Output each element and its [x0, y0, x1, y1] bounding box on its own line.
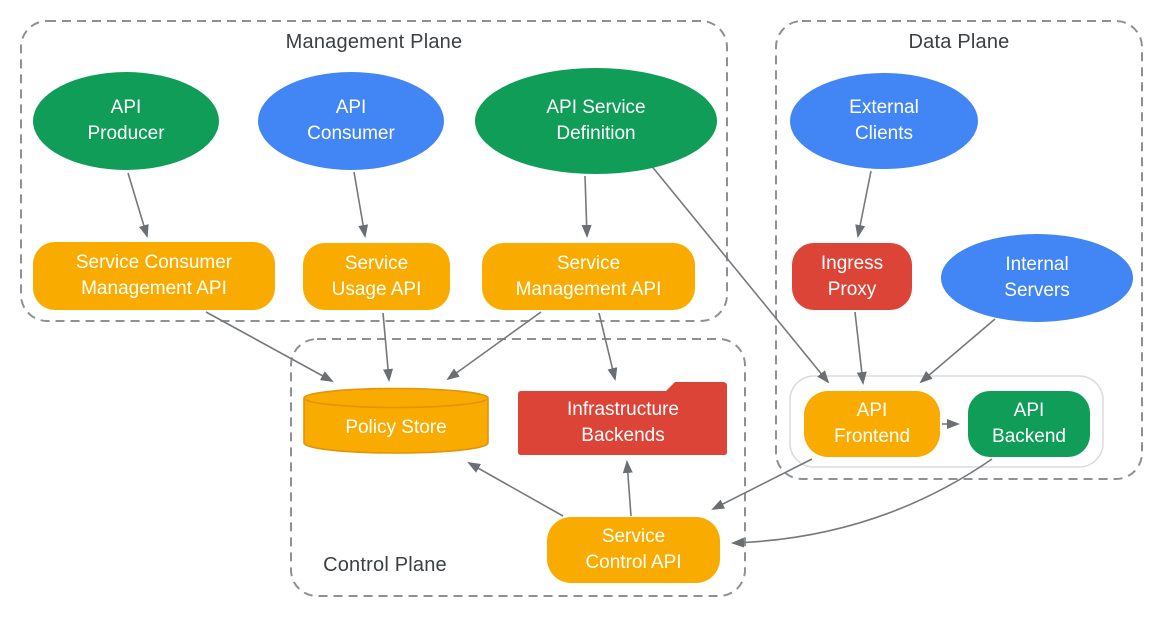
node-service-consumer-management-api: Service Consumer Management API — [33, 242, 275, 310]
node-infrastructure-backends: Infrastructure Backends — [518, 381, 728, 456]
edge-api-service-definition-to-service-management-api — [581, 175, 592, 238]
data-plane-box — [775, 20, 1143, 480]
node-api-consumer-label: API Consumer — [307, 97, 395, 144]
edge-service-usage-api-to-policy-store — [382, 312, 393, 382]
edge-api-frontend-to-service-control-api — [711, 458, 813, 510]
node-api-frontend-label: API Frontend — [833, 400, 911, 447]
infrastructure-backends-folder-shape — [518, 382, 727, 455]
edge-service-management-api-to-policy-store — [446, 311, 542, 381]
node-service-usage-api: Service Usage API — [303, 243, 450, 310]
node-policy-store: Policy Store — [302, 387, 490, 457]
management-plane-box — [20, 20, 728, 322]
node-service-usage-api-label: Service Usage API — [331, 252, 422, 300]
node-api-service-definition-label: API Service Definition — [546, 97, 646, 144]
node-service-consumer-management-api-label: Service Consumer Management API — [75, 252, 233, 299]
control-plane-box — [290, 338, 746, 597]
node-service-management-api-label: Service Management API — [515, 252, 662, 300]
policy-store-cylinder-shape — [303, 387, 489, 454]
edge-service-control-api-to-infrastructure-backends — [622, 460, 633, 517]
node-api-backend: API Backend — [968, 391, 1090, 457]
edge-api-producer-to-service-consumer-management-api — [127, 172, 149, 238]
node-ingress-proxy: Ingress Proxy — [792, 243, 912, 310]
edge-service-management-api-to-infrastructure-backends — [598, 312, 618, 381]
node-internal-servers: Internal Servers — [941, 234, 1133, 322]
node-external-clients-label: External Clients — [849, 97, 919, 144]
node-ingress-proxy-label: Ingress Proxy — [820, 252, 884, 300]
node-api-service-definition: API Service Definition — [475, 68, 717, 174]
edge-api-service-definition-to-api-frontend — [649, 163, 830, 384]
edge-external-clients-to-ingress-proxy — [855, 170, 872, 238]
edge-service-consumer-management-api-to-policy-store — [205, 311, 334, 382]
node-api-consumer: API Consumer — [258, 72, 444, 170]
edge-ingress-proxy-to-api-frontend — [854, 311, 867, 385]
control-plane-title: Control Plane — [323, 554, 447, 576]
node-infrastructure-backends-label: Infrastructure Backends — [567, 398, 679, 446]
node-service-control-api-label: Service Control API — [585, 526, 682, 573]
edge-service-control-api-to-policy-store — [467, 462, 564, 517]
edge-api-consumer-to-service-usage-api — [353, 171, 369, 238]
management-plane-title: Management Plane — [285, 31, 463, 53]
node-policy-store-label: Policy Store — [345, 417, 447, 438]
node-api-frontend: API Frontend — [804, 391, 940, 457]
edge-api-backend-to-service-control-api — [731, 458, 993, 548]
node-api-producer-label: API Producer — [87, 97, 165, 144]
data-plane-title: Data Plane — [908, 31, 1010, 53]
node-service-management-api: Service Management API — [482, 243, 695, 310]
node-external-clients: External Clients — [790, 73, 978, 169]
node-internal-servers-label: Internal Servers — [1004, 254, 1070, 301]
edge-internal-servers-to-api-frontend — [919, 318, 996, 384]
node-api-backend-label: API Backend — [992, 400, 1066, 447]
node-service-control-api: Service Control API — [547, 517, 720, 583]
node-api-producer: API Producer — [33, 72, 219, 170]
